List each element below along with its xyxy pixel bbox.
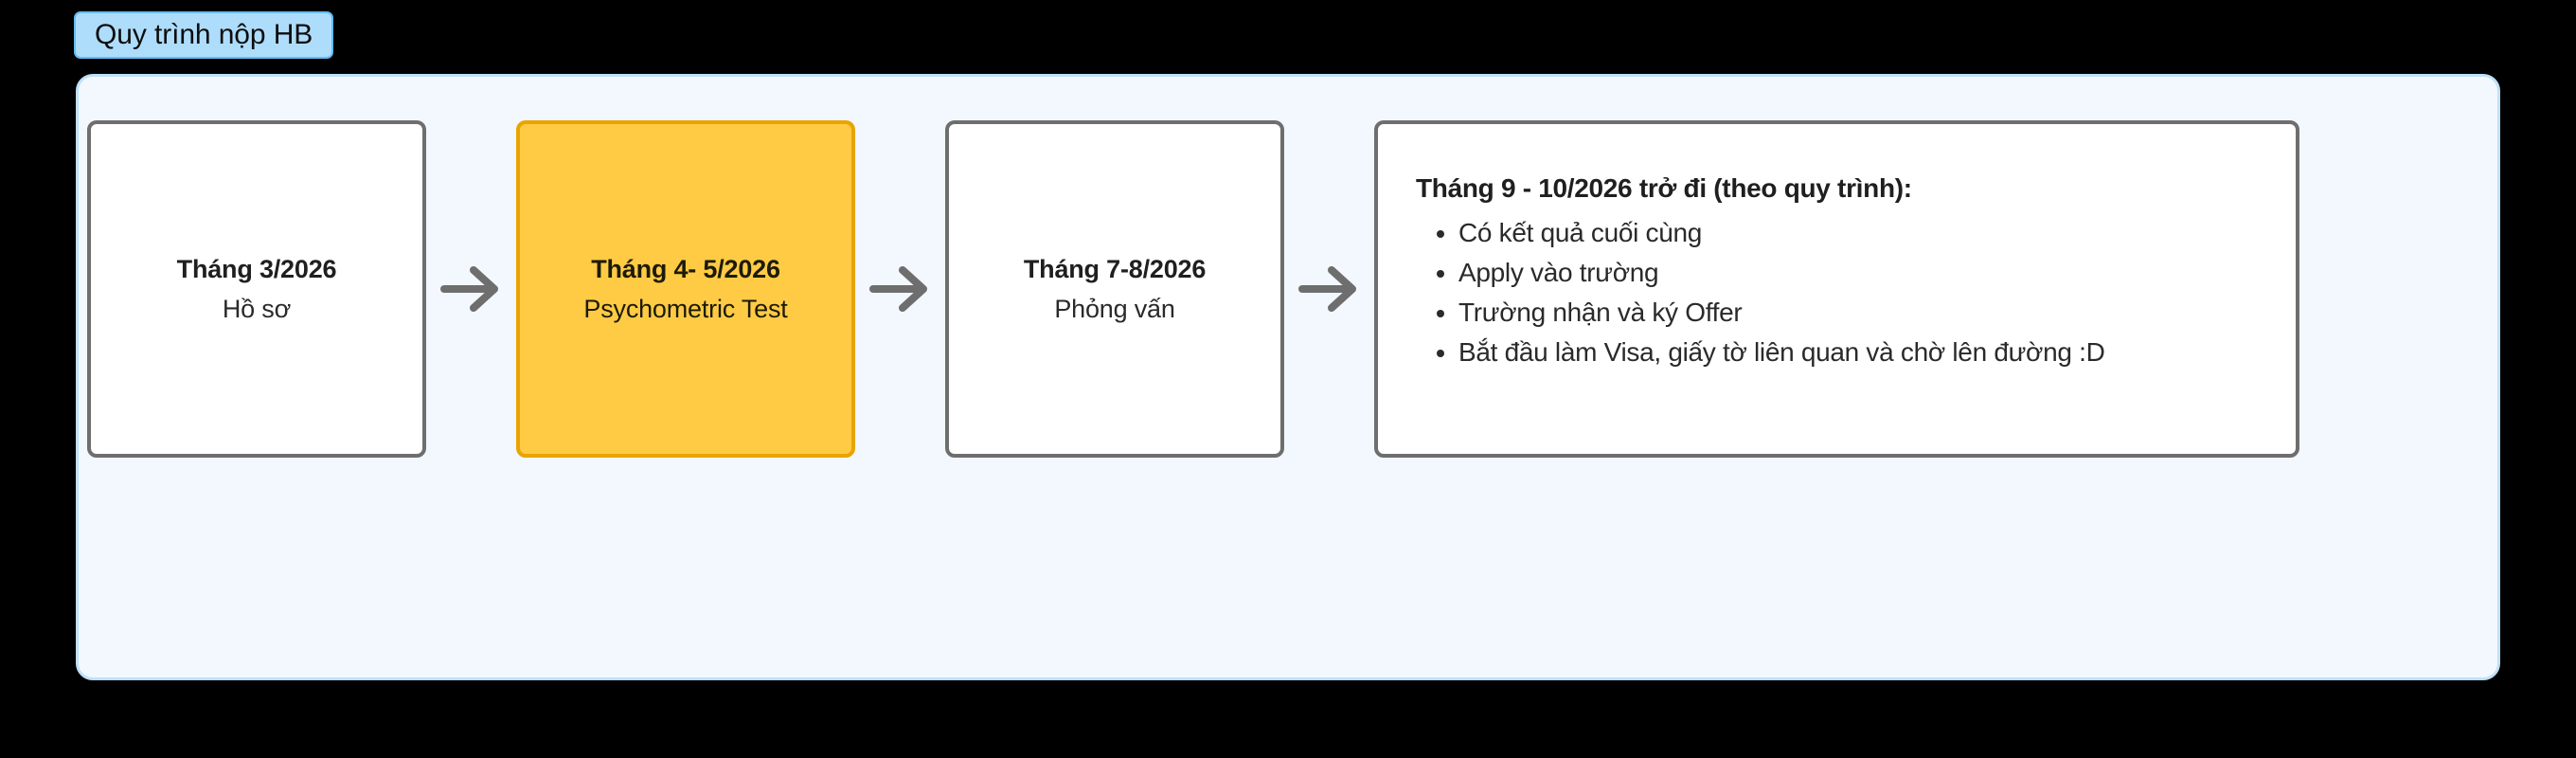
flow-step-3[interactable]: Tháng 7-8/2026 Phỏng vấn [945,120,1284,458]
flow-step-2-subtitle: Psychometric Test [583,294,788,323]
arrow-step1-step2 [426,120,516,458]
flow-step-1-subtitle: Hồ sơ [222,294,292,323]
arrow-right-icon [439,262,504,316]
list-item: Apply vào trường [1458,253,2267,293]
arrow-right-icon [868,262,933,316]
arrow-step2-step3 [855,120,945,458]
flow-step-3-title: Tháng 7-8/2026 [1023,255,1207,284]
diagram-title-badge: Quy trình nộp HB [74,11,334,59]
diagram-title-text: Quy trình nộp HB [95,19,313,50]
flow-step-2-title: Tháng 4- 5/2026 [591,255,780,284]
arrow-step3-detail [1284,120,1374,458]
list-item: Bắt đầu làm Visa, giấy tờ liên quan và c… [1458,333,2267,372]
flow-step-1[interactable]: Tháng 3/2026 Hồ sơ [87,120,426,458]
flow-step-4-detail[interactable]: Tháng 9 - 10/2026 trở đi (theo quy trình… [1374,120,2299,458]
arrow-right-icon [1297,262,1362,316]
process-flow: Tháng 3/2026 Hồ sơ Tháng 4- 5/2026 Psych… [87,120,2299,458]
list-item: Trường nhận và ký Offer [1458,293,2267,333]
flow-step-1-title: Tháng 3/2026 [176,255,337,284]
flow-step-4-list: Có kết quả cuối cùng Apply vào trường Tr… [1416,213,2267,372]
list-item: Có kết quả cuối cùng [1458,213,2267,253]
flow-step-4-heading: Tháng 9 - 10/2026 trở đi (theo quy trình… [1416,173,1912,203]
flow-step-2[interactable]: Tháng 4- 5/2026 Psychometric Test [516,120,855,458]
flow-step-3-subtitle: Phỏng vấn [1054,294,1175,323]
